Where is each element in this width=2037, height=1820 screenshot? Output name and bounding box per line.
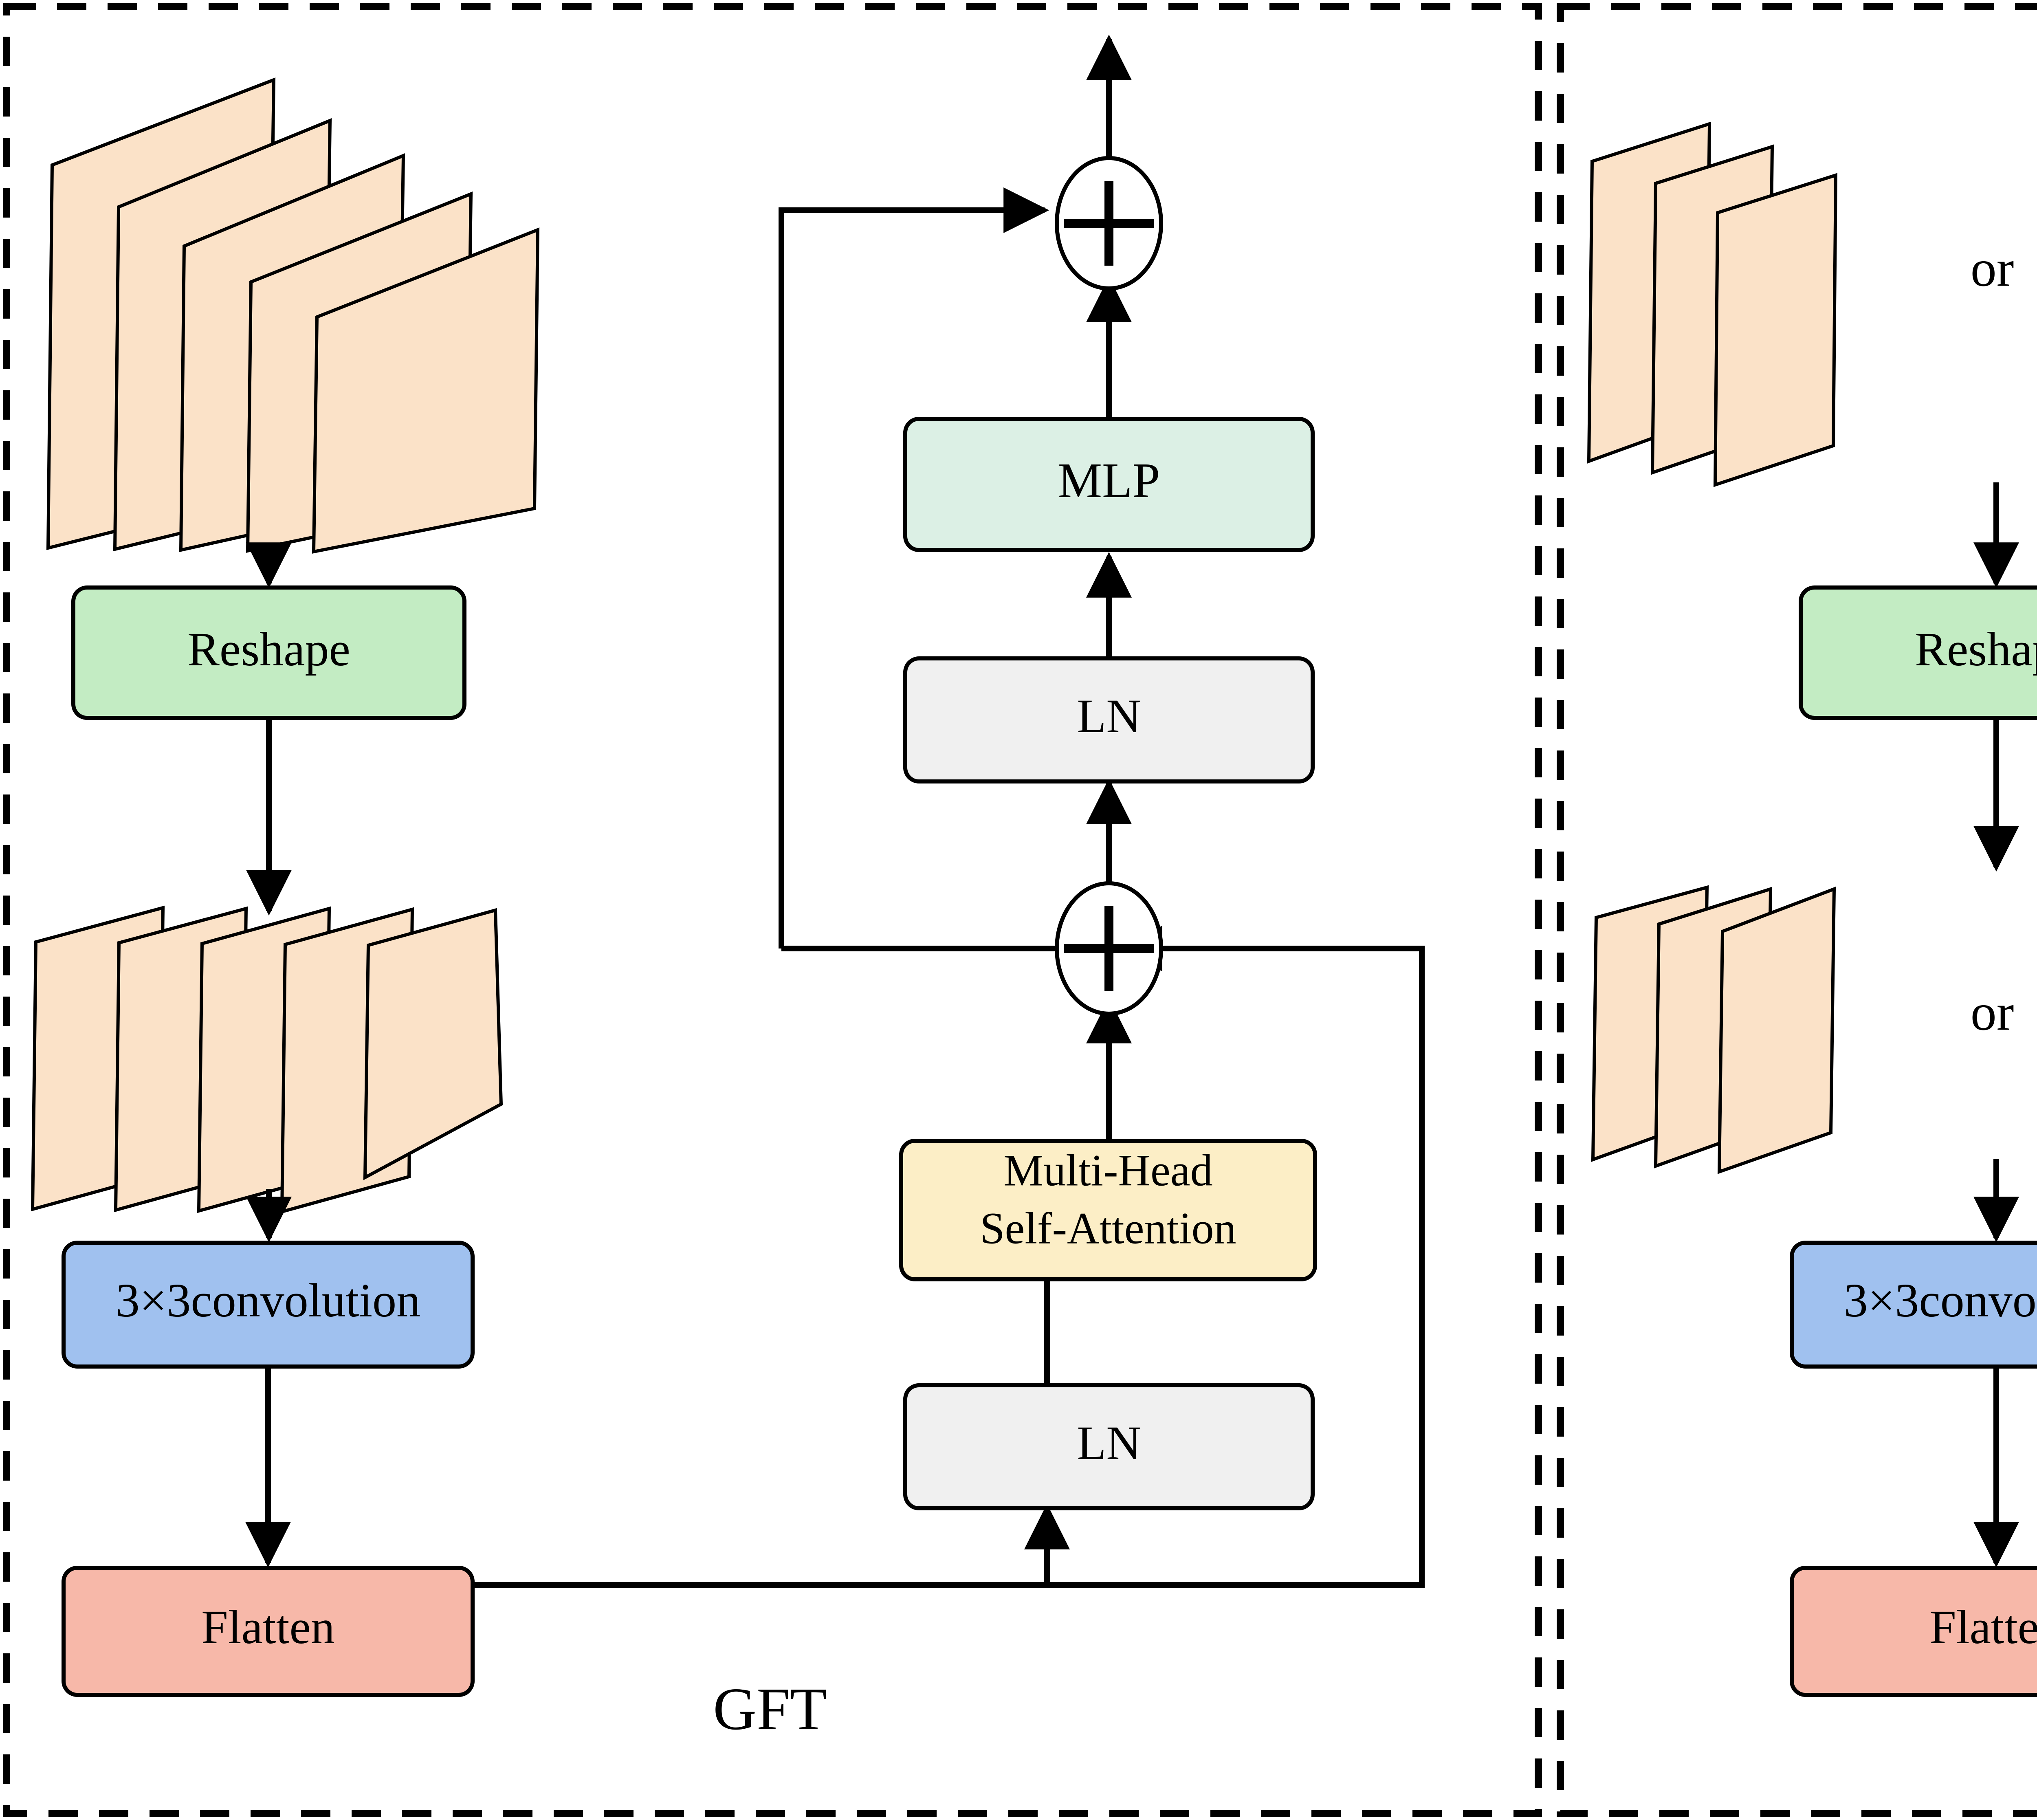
gft-caption: GFT bbox=[713, 1676, 827, 1743]
lft-flatten-label: Flatten bbox=[1929, 1600, 2037, 1654]
lft-or-label-top: or bbox=[1971, 239, 2014, 297]
gft-skip-mid-to-top bbox=[779, 187, 1049, 949]
lft-or-label-mid: or bbox=[1971, 983, 2014, 1041]
gft-flatten-label: Flatten bbox=[201, 1600, 335, 1654]
gft-ln-lower-label: LN bbox=[1077, 1416, 1141, 1470]
gft-skip-flatten-to-midadd bbox=[473, 926, 1425, 1588]
gft-skip-flatten-to-ln bbox=[473, 1503, 1070, 1588]
gft-ln-lower-block[interactable] bbox=[903, 1383, 1315, 1510]
lft-panel-border bbox=[1557, 3, 2037, 1817]
lft-mid-feature-map-stack-triple bbox=[1591, 885, 1836, 1174]
lft-flatten-block[interactable] bbox=[1790, 1566, 2037, 1697]
lft-input-feature-map-stack-triple bbox=[1587, 121, 1838, 487]
gft-input-feature-map-stack bbox=[46, 77, 540, 554]
gft-mid-feature-map-stack bbox=[31, 905, 503, 1214]
gft-residual-add-top bbox=[1055, 156, 1163, 290]
gft-panel-border bbox=[3, 3, 1542, 1817]
gft-ln-upper-label: LN bbox=[1077, 689, 1141, 743]
gft-residual-add-mid bbox=[1055, 881, 1163, 1016]
gft-mhsa-label-line2: Self-Attention bbox=[980, 1203, 1236, 1253]
gft-mlp-label: MLP bbox=[1058, 453, 1160, 508]
gft-mhsa-label-line1: Multi-Head bbox=[1003, 1145, 1212, 1195]
gft-conv-label: 3×3convolution bbox=[116, 1274, 420, 1327]
lft-conv-label: 3×3convolution bbox=[1844, 1274, 2037, 1327]
gft-conv-block[interactable] bbox=[62, 1241, 475, 1369]
gft-reshape-label: Reshape bbox=[187, 623, 350, 676]
lft-conv-block[interactable] bbox=[1790, 1241, 2037, 1369]
lft-reshape-label: Reshape bbox=[1915, 623, 2037, 676]
gft-flatten-block[interactable] bbox=[62, 1566, 475, 1697]
